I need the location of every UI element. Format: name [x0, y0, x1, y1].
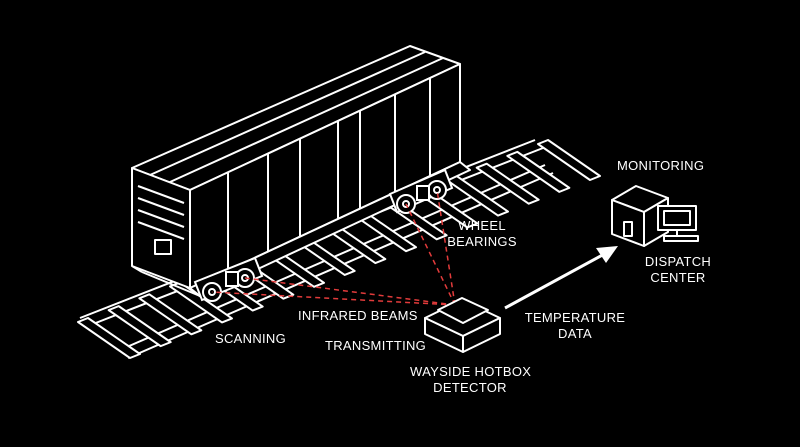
- label-monitoring: MONITORING: [617, 158, 705, 173]
- label-detector-line1: WAYSIDE HOTBOX: [410, 364, 532, 379]
- label-dispatch-center-line2: CENTER: [650, 270, 706, 285]
- label-dispatch-center-line1: DISPATCH: [644, 254, 712, 269]
- label-wheel-bearings-line1: WHEEL: [458, 218, 506, 233]
- hotbox-detector-icon: [424, 297, 501, 353]
- label-dispatch-center: DISPATCH CENTER: [636, 254, 720, 286]
- rail-tie: [506, 150, 571, 193]
- label-detector-line2: DETECTOR: [433, 380, 507, 395]
- rail-tie: [537, 139, 601, 181]
- rail-tie: [107, 305, 172, 348]
- label-temperature-data-line1: TEMPERATURE: [524, 310, 626, 325]
- rail-tie: [77, 317, 141, 359]
- label-wheel-bearings-line2: BEARINGS: [447, 234, 517, 249]
- label-infrared-beams: INFRARED BEAMS: [298, 308, 418, 323]
- label-temperature-data-line2: DATA: [558, 326, 592, 341]
- boxcar-icon: [131, 45, 471, 297]
- label-transmitting: TRANSMITTING: [325, 338, 427, 353]
- rail-tie: [475, 162, 540, 205]
- rail-tie: [138, 293, 203, 336]
- wheel-truck-rear: [388, 168, 454, 214]
- arrow-icon: [504, 246, 618, 310]
- label-wheel-bearings: WHEEL BEARINGS: [440, 218, 524, 250]
- building-computer-icon: [611, 185, 699, 247]
- label-detector: WAYSIDE HOTBOX DETECTOR: [410, 364, 532, 396]
- label-scanning: SCANNING: [215, 331, 287, 346]
- infrared-beams: [211, 189, 456, 306]
- label-temperature-data: TEMPERATURE DATA: [520, 310, 630, 342]
